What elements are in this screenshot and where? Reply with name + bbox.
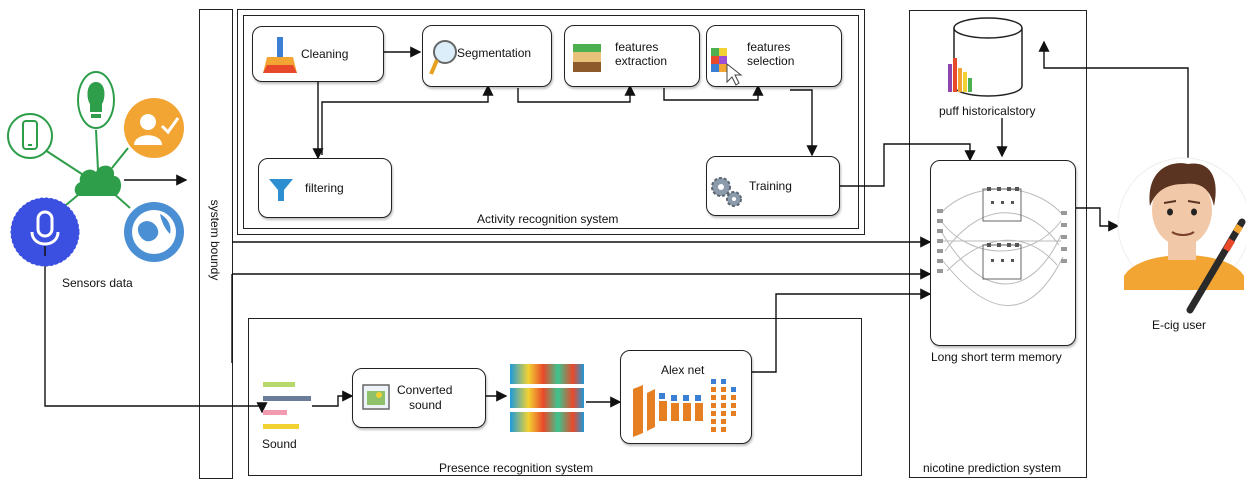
funnel-icon [269, 179, 293, 201]
features-extraction-node[interactable]: features extraction [564, 25, 700, 87]
segmentation-node[interactable]: Segmentation [422, 25, 552, 87]
lstm-network-icon [937, 187, 1067, 306]
ecig-user-label: E-cig user [1152, 318, 1207, 332]
phone-icon [7, 113, 53, 159]
cloud-hub-icon [74, 165, 122, 196]
cleaning-label: Cleaning [301, 47, 349, 61]
alexnet-node[interactable]: Alex net [620, 350, 752, 444]
bulb-icon [77, 71, 115, 129]
gears-icon [711, 177, 742, 207]
nicotine-system-label: nicotine prediction system [923, 461, 1062, 475]
magnifier-icon [429, 40, 457, 75]
image-file-icon [362, 384, 390, 410]
activity-system-label: Activity recognition system [477, 212, 619, 226]
training-label: Training [749, 179, 792, 193]
cleaning-node[interactable]: Cleaning [252, 26, 384, 82]
features-selection-label-2: selection [747, 54, 795, 68]
layers-icon [573, 44, 601, 72]
features-selection-node[interactable]: features selection [706, 25, 842, 87]
color-grid-cursor-icon [711, 48, 743, 86]
globe-icon [124, 202, 184, 262]
features-extraction-label-1: features [615, 40, 659, 54]
converted-sound-label-2: sound [409, 398, 442, 412]
sound-label: Sound [262, 437, 297, 451]
sensors-data-label: Sensors data [62, 276, 133, 290]
puff-history-label: puff historicalstory [939, 104, 1036, 118]
sensor-cluster [0, 0, 200, 300]
lstm-node[interactable] [930, 160, 1076, 346]
converted-sound-node[interactable]: Converted sound [352, 368, 486, 428]
segmentation-label: Segmentation [457, 46, 532, 60]
microphone-icon [10, 197, 80, 267]
features-selection-label-1: features [747, 40, 791, 54]
filtering-label: filtering [305, 181, 344, 195]
system-boundary-bar [199, 9, 233, 479]
lstm-label: Long short term memory [931, 350, 1062, 364]
alexnet-label: Alex net [661, 363, 705, 377]
user-check-icon [124, 98, 184, 158]
features-extraction-label-2: extraction [615, 54, 668, 68]
broom-icon [263, 37, 297, 73]
training-node[interactable]: Training [706, 156, 840, 216]
cnn-layers-icon [633, 379, 736, 437]
filtering-node[interactable]: filtering [258, 158, 392, 218]
converted-sound-label-1: Converted [397, 383, 453, 397]
presence-system-label: Presence recognition system [439, 461, 594, 475]
